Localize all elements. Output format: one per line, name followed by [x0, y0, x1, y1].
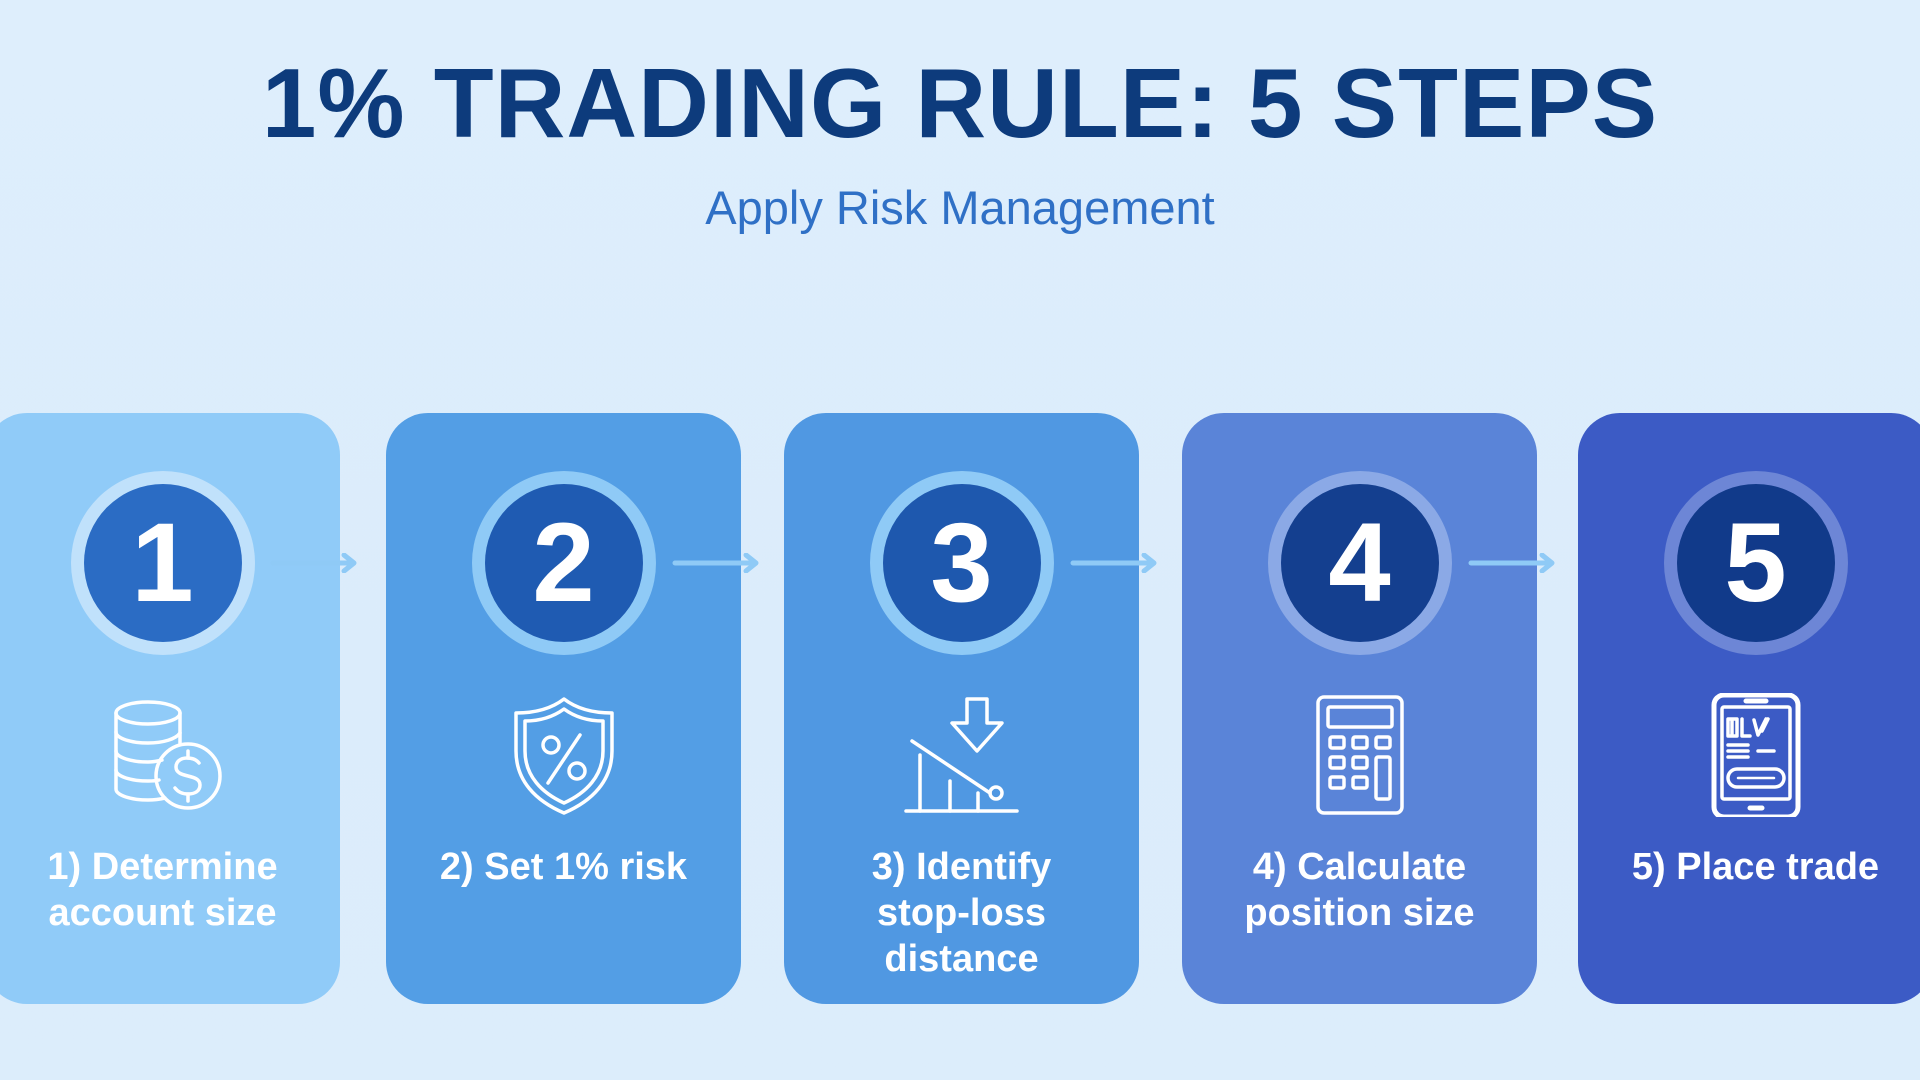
- step-number: 2: [484, 484, 643, 642]
- step-label-line: distance: [884, 938, 1039, 980]
- step-label-line: 2) Set 1% risk: [439, 846, 688, 888]
- step-card-5: 5 5) Place trade: [1578, 413, 1920, 1004]
- step-number-badge: 3: [869, 471, 1054, 655]
- step-number-badge: 2: [471, 471, 656, 655]
- step-number-badge: 1: [70, 471, 255, 655]
- step-number-badge: 4: [1267, 471, 1452, 655]
- step-number-badge: 5: [1663, 471, 1848, 655]
- arrow-right-icon: [1070, 553, 1158, 573]
- step-label-line: 4) Calculate: [1252, 846, 1467, 888]
- step-label: 3) Identify stop-loss distance: [784, 844, 1139, 982]
- arrow-right-icon: [1468, 553, 1556, 573]
- step-card-2: 2 2) Set 1% risk: [386, 413, 741, 1004]
- page-title: 1% TRADING RULE: 5 STEPS: [261, 48, 1659, 158]
- step-label: 5) Place trade: [1578, 844, 1920, 890]
- step-number: 4: [1280, 484, 1439, 642]
- step-label-line: 1) Determine: [47, 846, 278, 888]
- step-label: 4) Calculate position size: [1182, 844, 1537, 936]
- step-label-line: 3) Identify: [871, 846, 1052, 888]
- page-subtitle: Apply Risk Management: [705, 181, 1215, 234]
- step-label-line: account size: [48, 892, 277, 934]
- step-number: 1: [83, 484, 242, 642]
- arrow-right-icon: [270, 553, 358, 573]
- step-card-4: 4 4) Calculate position size: [1182, 413, 1537, 1004]
- step-label: 2) Set 1% risk: [386, 844, 741, 890]
- smartphone-trade-icon: [1696, 693, 1816, 817]
- shield-percent-icon: [504, 693, 624, 817]
- step-label-line: position size: [1244, 892, 1475, 934]
- step-number: 5: [1676, 484, 1835, 642]
- step-card-1: 1 1) Determine account size: [0, 413, 340, 1004]
- step-label: 1) Determine account size: [0, 844, 340, 936]
- arrow-right-icon: [672, 553, 760, 573]
- coins-dollar-icon: [103, 693, 223, 817]
- calculator-icon: [1300, 693, 1420, 817]
- downtrend-stop-loss-icon: [902, 693, 1022, 817]
- step-label-line: 5) Place trade: [1631, 846, 1880, 888]
- step-label-line: stop-loss: [877, 892, 1046, 934]
- step-card-3: 3 3) Identify stop-loss distance: [784, 413, 1139, 1004]
- step-number: 3: [882, 484, 1041, 642]
